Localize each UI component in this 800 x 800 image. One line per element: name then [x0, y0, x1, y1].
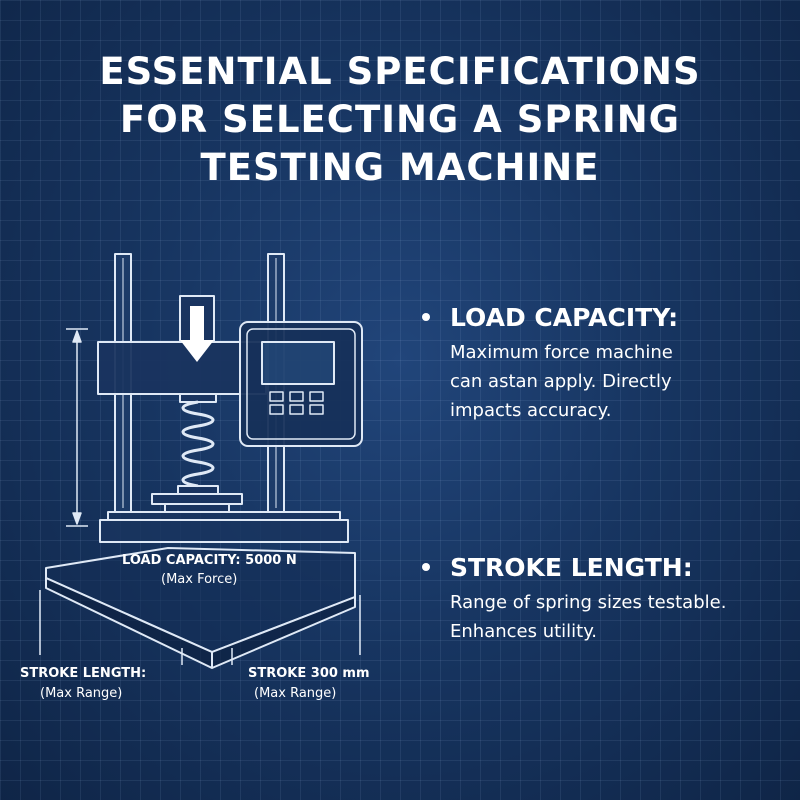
bullet-icon	[422, 313, 430, 321]
control-panel	[239, 321, 363, 447]
stroke-length-left-label: STROKE LENGTH:	[20, 666, 147, 681]
spec-heading: LOAD CAPACITY:	[450, 302, 679, 332]
page-title: ESSENTIAL SPECIFICATIONS FOR SELECTING A…	[0, 48, 800, 192]
spec-text-line: Range of spring sizes testable.	[450, 592, 727, 613]
stroke-length-right-label: STROKE 300 mm	[248, 666, 370, 681]
machine-base	[45, 547, 356, 669]
spec-text-line: Maximum force machine	[450, 342, 673, 363]
spec-text-line: impacts accuracy.	[450, 400, 612, 421]
spec-text-line: can astan apply. Directly	[450, 371, 672, 392]
stroke-length-left-sublabel: (Max Range)	[40, 686, 123, 701]
keypad-icon	[269, 391, 324, 415]
title-line-2: FOR SELECTING A SPRING	[119, 98, 681, 141]
base-dimension-lines	[39, 590, 361, 665]
spec-heading: STROKE LENGTH:	[450, 552, 693, 582]
spring-icon	[151, 393, 243, 513]
spec-text-line: Enhances utility.	[450, 621, 598, 642]
spec-stroke-length: STROKE LENGTH: Range of spring sizes tes…	[418, 550, 788, 646]
load-capacity-sublabel: (Max Force)	[161, 572, 238, 587]
bottom-platform	[99, 511, 349, 543]
display-screen	[261, 341, 335, 385]
stroke-dimension-arrow	[66, 328, 88, 527]
title-line-3: TESTING MACHINE	[200, 146, 600, 189]
load-arrow-icon	[179, 295, 215, 362]
spec-load-capacity: LOAD CAPACITY: Maximum force machine can…	[418, 300, 788, 425]
bullet-icon	[422, 563, 430, 571]
stroke-length-right-sublabel: (Max Range)	[254, 686, 337, 701]
title-line-1: ESSENTIAL SPECIFICATIONS	[99, 50, 701, 93]
load-capacity-label: LOAD CAPACITY: 5000 N	[122, 553, 297, 568]
